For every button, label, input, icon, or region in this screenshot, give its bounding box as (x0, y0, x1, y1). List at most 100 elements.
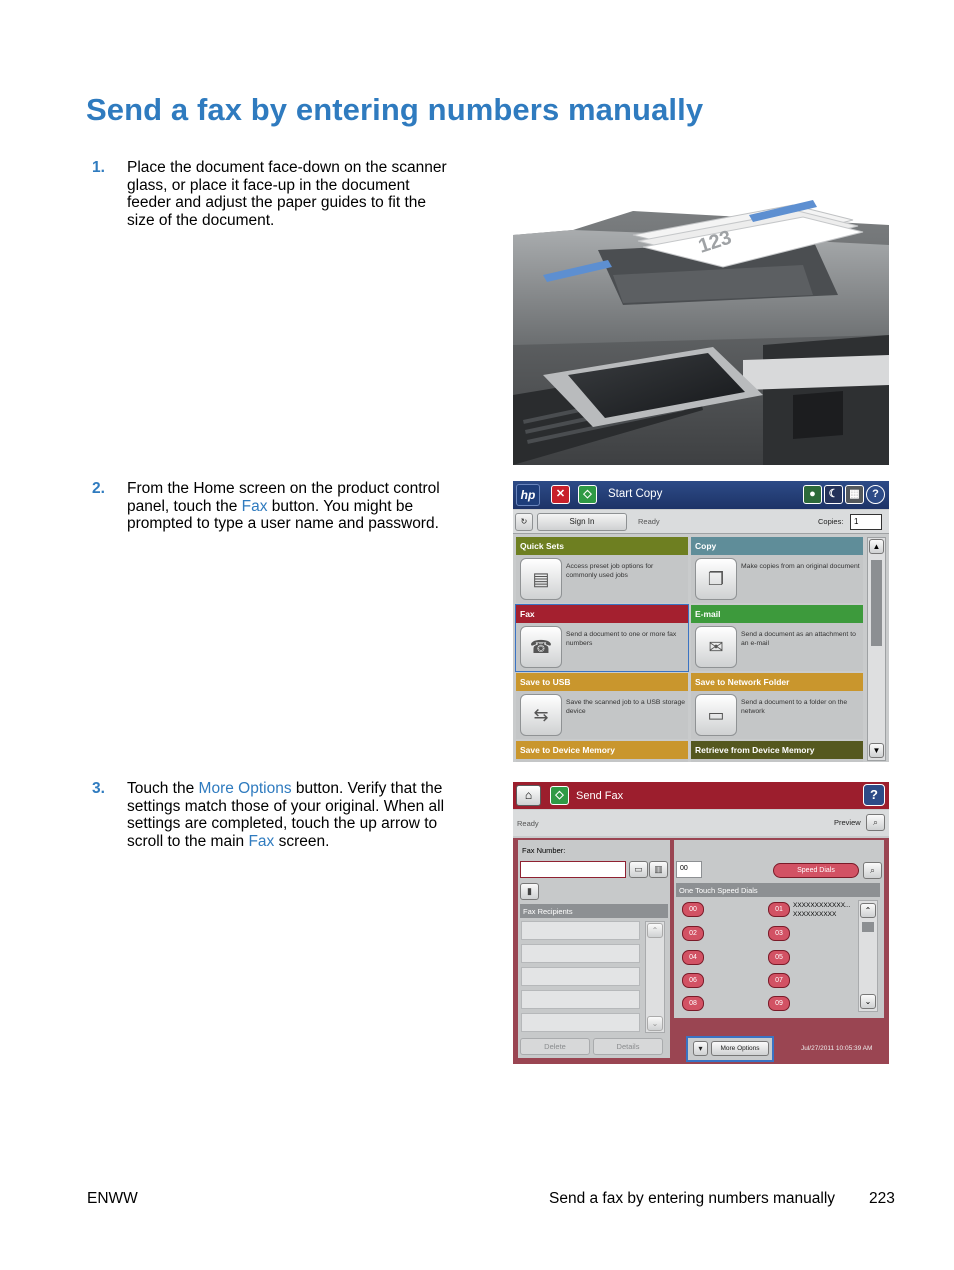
printer-photo: 123 (513, 195, 889, 465)
network-icon[interactable]: ▦ (845, 485, 864, 504)
details-button[interactable]: Details (593, 1038, 663, 1055)
step-number: 1. (92, 159, 105, 176)
speed-dial-button[interactable]: 09 (768, 996, 790, 1011)
speed-dial-button[interactable]: 03 (768, 926, 790, 941)
tile-label: Save to Device Memory (516, 741, 688, 759)
tile-save-to-usb[interactable]: Save to USB ⇆ Save the scanned job to a … (516, 673, 688, 739)
send-fax-screen: ⌂ ◇ Send Fax ? Ready Preview ⌕ Fax Numbe… (513, 782, 889, 1064)
copies-label: Copies: (818, 517, 844, 526)
tile-label: Retrieve from Device Memory (691, 741, 863, 759)
scroll-down-icon[interactable]: ⌄ (860, 994, 876, 1009)
tile-email[interactable]: E-mail ✉ Send a document as an attachmen… (691, 605, 863, 671)
fax-status-bar: Ready Preview ⌕ (513, 810, 889, 836)
speed-dial-name: XXXXXXXXXXXX...XXXXXXXXXX (793, 901, 850, 919)
home-icon[interactable]: ⌂ (516, 785, 541, 806)
home-header: hp ✕ ◇ Start Copy ● ☾ ▦ ? (513, 481, 889, 509)
help-icon[interactable]: ? (863, 784, 885, 806)
add-recipient-icon[interactable]: ▮ (520, 883, 539, 900)
one-touch-header: One Touch Speed Dials (676, 883, 880, 897)
scroll-up-icon[interactable]: ⌃ (860, 903, 876, 918)
fax-link: Fax (241, 497, 268, 515)
list-item[interactable] (521, 921, 640, 940)
speed-dial-button[interactable]: 05 (768, 950, 790, 965)
tile-description: Make copies from an original document (741, 563, 860, 570)
start-copy-label[interactable]: Start Copy (608, 488, 663, 500)
tile-fax[interactable]: Fax ☎ Send a document to one or more fax… (515, 604, 689, 672)
start-icon[interactable]: ◇ (550, 786, 569, 805)
list-item[interactable] (521, 944, 640, 963)
copy-icon: ❐ (695, 558, 737, 600)
tile-description: Send a document as an attachment to an e… (741, 631, 856, 647)
start-icon[interactable]: ◇ (578, 485, 597, 504)
email-icon: ✉ (695, 626, 737, 668)
fax-link: Fax (248, 832, 275, 850)
preview-label[interactable]: Preview (834, 818, 861, 827)
sleep-icon[interactable]: ☾ (824, 485, 843, 504)
step-text-part: button. Verify that the settings match t… (127, 780, 445, 850)
fax-number-input[interactable] (520, 861, 626, 878)
speed-dial-button[interactable]: 07 (768, 973, 790, 988)
help-icon[interactable]: ? (866, 485, 885, 504)
tile-label: Copy (691, 537, 863, 555)
tile-quick-sets[interactable]: Quick Sets ▤ Access preset job options f… (516, 537, 688, 603)
tile-description: Send a document to one or more fax numbe… (566, 631, 677, 647)
footer-page-number: 223 (869, 1190, 895, 1207)
step-text-part: From the Home screen on the product cont… (127, 480, 440, 515)
address-book-icon[interactable]: ▥ (649, 861, 668, 878)
list-item[interactable] (521, 967, 640, 986)
copies-field[interactable]: 1 (850, 514, 882, 530)
speed-dials-scrollbar[interactable]: ⌃ ⌄ (858, 900, 878, 1012)
speed-dial-button[interactable]: 02 (682, 926, 704, 941)
more-options-label: More Options (711, 1041, 769, 1056)
speed-dials-button[interactable]: Speed Dials (773, 863, 859, 878)
tile-description: Save the scanned job to a USB storage de… (566, 699, 686, 715)
quick-sets-icon: ▤ (520, 558, 562, 600)
refresh-icon[interactable]: ↻ (515, 513, 533, 531)
scroll-thumb[interactable] (862, 922, 874, 932)
status-text: Ready (638, 517, 660, 526)
speed-dial-name-line: XXXXXXXXXXXX... (793, 902, 851, 909)
stop-icon[interactable]: ✕ (551, 485, 570, 504)
scroll-up-icon[interactable]: ⌃ (647, 923, 663, 938)
speed-code-field[interactable]: 00 (676, 861, 702, 878)
fax-recipients-header: Fax Recipients (520, 904, 668, 918)
tile-copy[interactable]: Copy ❐ Make copies from an original docu… (691, 537, 863, 603)
speed-dial-button[interactable]: 00 (682, 902, 704, 917)
recipients-scrollbar[interactable]: ⌃ ⌄ (645, 921, 665, 1033)
search-icon[interactable]: ⌕ (863, 862, 882, 879)
step-text-part: Touch the (127, 780, 199, 797)
list-item[interactable] (521, 1013, 640, 1032)
speed-dial-button[interactable]: 08 (682, 996, 704, 1011)
globe-icon[interactable]: ● (803, 485, 822, 504)
tile-label: Fax (516, 605, 688, 623)
send-fax-title[interactable]: Send Fax (576, 790, 624, 802)
preview-icon[interactable]: ⌕ (866, 814, 885, 831)
scroll-thumb[interactable] (871, 560, 882, 646)
tile-label: Save to USB (516, 673, 688, 691)
tile-save-to-device-memory[interactable]: Save to Device Memory (516, 741, 688, 762)
home-scrollbar[interactable]: ▲ ▼ (867, 537, 886, 761)
step-number: 3. (92, 780, 105, 797)
speed-dial-button[interactable]: 04 (682, 950, 704, 965)
step-text-part: button. You might be prompted to type a … (127, 497, 439, 533)
printer-illustration: 123 (513, 200, 889, 465)
keypad-icon[interactable]: ▭ (629, 861, 648, 878)
scroll-up-icon[interactable]: ▲ (869, 539, 884, 554)
home-screen: hp ✕ ◇ Start Copy ● ☾ ▦ ? ↻ Sign In Read… (513, 481, 889, 762)
delete-button[interactable]: Delete (520, 1038, 590, 1055)
tile-save-to-network-folder[interactable]: Save to Network Folder ▭ Send a document… (691, 673, 863, 739)
chevron-down-icon: ▾ (693, 1041, 708, 1056)
tile-label: Quick Sets (516, 537, 688, 555)
scroll-down-icon[interactable]: ⌄ (647, 1016, 663, 1031)
speed-dial-button[interactable]: 06 (682, 973, 704, 988)
tile-retrieve-from-device-memory[interactable]: Retrieve from Device Memory (691, 741, 863, 762)
fax-header: ⌂ ◇ Send Fax ? (513, 782, 889, 809)
sign-in-button[interactable]: Sign In (537, 513, 627, 531)
list-item[interactable] (521, 990, 640, 1009)
more-options-button[interactable]: ▾ More Options (686, 1036, 774, 1062)
speed-dial-button[interactable]: 01 (768, 902, 790, 917)
step-text-part: screen. (274, 832, 330, 850)
scroll-down-icon[interactable]: ▼ (869, 743, 884, 758)
usb-icon: ⇆ (520, 694, 562, 736)
fax-left-panel: Fax Number: ▭ ▥ ▮ Fax Recipients ⌃ ⌄ (518, 840, 670, 1058)
